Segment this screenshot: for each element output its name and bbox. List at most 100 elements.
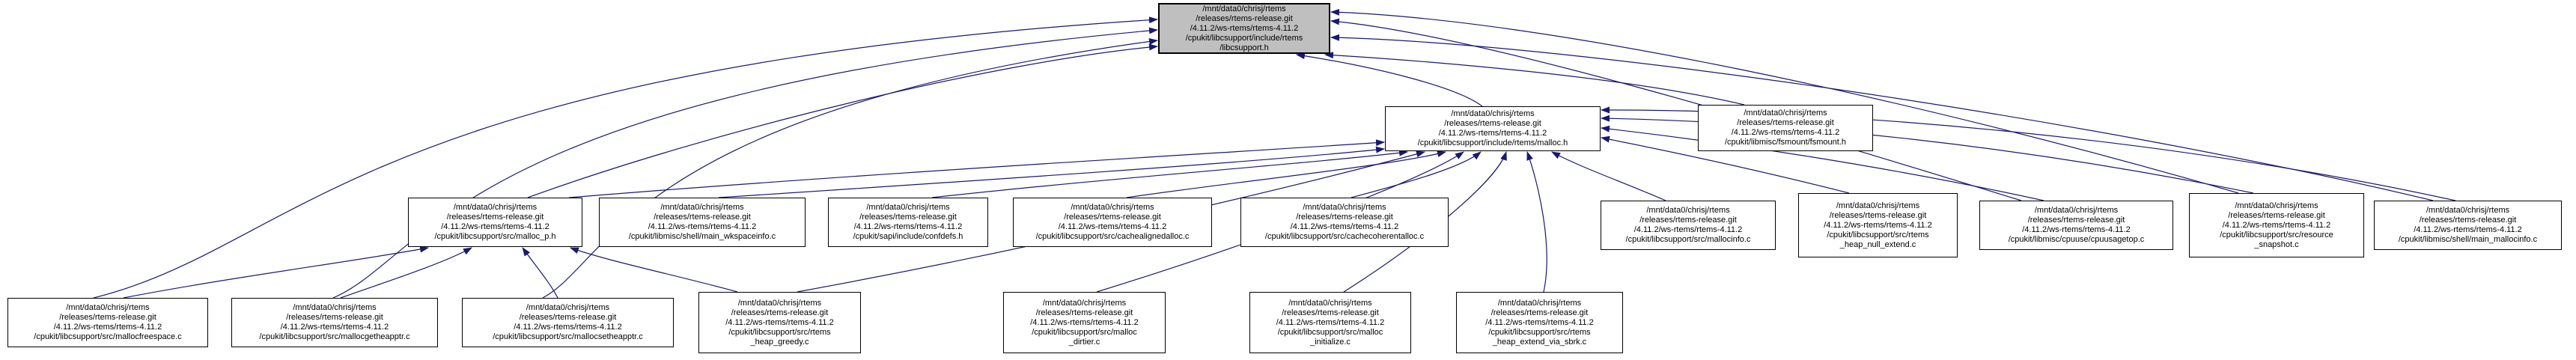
- graph-node-label-line: /mnt/data0/chrisj/rtems: [1497, 298, 1582, 308]
- graph-node-label-line: /releases/rtems-release.git: [654, 213, 751, 222]
- graph-node-rtems_heap_greedy_c[interactable]: /mnt/data0/chrisj/rtems/releases/rtems-r…: [698, 292, 861, 353]
- graph-node-malloc_p_h[interactable]: /mnt/data0/chrisj/rtems/releases/rtems-r…: [408, 198, 582, 247]
- include-edge-resource_snapshot_c-to-malloc_h: [1601, 115, 2254, 194]
- graph-node-cachealignedalloc_c[interactable]: /mnt/data0/chrisj/rtems/releases/rtems-r…: [1013, 198, 1212, 247]
- graph-node-resource_snapshot_c[interactable]: /mnt/data0/chrisj/rtems/releases/rtems-r…: [2189, 193, 2364, 257]
- graph-node-label-line: /mnt/data0/chrisj/rtems: [293, 303, 377, 312]
- graph-node-mallocsetheapptr_c[interactable]: /mnt/data0/chrisj/rtems/releases/rtems-r…: [462, 298, 674, 347]
- graph-node-label-line: /4.11.2/ws-rtems/rtems-4.11.2: [1824, 220, 1932, 230]
- graph-node-label-line: /cpukit/libcsupport/src/cachealignedallo…: [1035, 232, 1190, 241]
- graph-node-label-line: /cpukit/libcsupport/src/rtems: [1488, 327, 1591, 337]
- graph-node-confdefs_h[interactable]: /mnt/data0/chrisj/rtems/releases/rtems-r…: [828, 198, 988, 247]
- graph-node-mallocfreespace_c[interactable]: /mnt/data0/chrisj/rtems/releases/rtems-r…: [7, 298, 208, 347]
- graph-node-label-line: _dirtier.c: [1068, 337, 1100, 347]
- graph-node-label-line: /releases/rtems-release.git: [1444, 119, 1541, 128]
- include-edge-mallocgetheapptr_c-to-malloc_p_h: [340, 247, 472, 299]
- graph-node-label-line: /cpukit/libcsupport/src/resource: [2220, 230, 2333, 240]
- include-edge-mallocsetheapptr_c-to-malloc_p_h: [522, 247, 558, 299]
- graph-node-label-line: /cpukit/libcsupport/src/mallocinfo.c: [1625, 235, 1751, 244]
- graph-node-label-line: /4.11.2/ws-rtems/rtems-4.11.2: [2414, 225, 2522, 234]
- include-edge-confdefs_h-to-malloc_h: [931, 149, 1408, 198]
- graph-node-label-line: /releases/rtems-release.git: [1829, 210, 1927, 220]
- graph-node-label-line: /4.11.2/ws-rtems/rtems-4.11.2: [853, 222, 963, 231]
- include-edge-resource_snapshot_c-to-libcsupport_h: [1330, 8, 2239, 194]
- graph-node-label-line: /mnt/data0/chrisj/rtems: [1202, 4, 1286, 13]
- graph-node-label-line: /releases/rtems-release.git: [1282, 308, 1379, 317]
- graph-node-label-line: /cpukit/libcsupport/src/rtems: [728, 327, 831, 337]
- graph-node-label-line: /cpukit/libmisc/fsmount/fsmount.h: [1724, 138, 1846, 147]
- graph-node-label-line: /cpukit/libcsupport/src/rtems: [1827, 230, 1929, 240]
- include-edge-malloc_p_h-to-malloc_h: [568, 139, 1385, 198]
- graph-node-label-line: /mnt/data0/chrisj/rtems: [2426, 206, 2510, 215]
- graph-node-malloc_h[interactable]: /mnt/data0/chrisj/rtems/releases/rtems-r…: [1385, 106, 1601, 151]
- graph-node-label-line: /cpukit/libmisc/shell/main_mallocinfo.c: [2398, 235, 2538, 244]
- include-edge-fsmount_h-to-libcsupport_h: [1324, 52, 1745, 106]
- graph-node-cpuusagetop_c[interactable]: /mnt/data0/chrisj/rtems/releases/rtems-r…: [1979, 201, 2173, 250]
- include-edge-rtems_heap_greedy_c-to-malloc_p_h: [570, 247, 738, 293]
- graph-node-main_mallocinfo_c[interactable]: /mnt/data0/chrisj/rtems/releases/rtems-r…: [2374, 201, 2562, 250]
- graph-node-label-line: /4.11.2/ws-rtems/rtems-4.11.2: [1276, 317, 1385, 327]
- graph-node-label-line: /4.11.2/ws-rtems/rtems-4.11.2: [514, 323, 622, 332]
- include-edge-cachecoherentalloc_c-to-malloc_h: [1351, 151, 1482, 198]
- graph-node-malloc_initialize_c[interactable]: /mnt/data0/chrisj/rtems/releases/rtems-r…: [1249, 292, 1411, 353]
- include-edge-cachealignedalloc_c-to-malloc_h: [1126, 150, 1446, 198]
- graph-node-label-line: /mnt/data0/chrisj/rtems: [1042, 298, 1127, 308]
- graph-node-label-line: /4.11.2/ws-rtems/rtems-4.11.2: [441, 222, 549, 231]
- graph-node-label-line: /cpukit/libmisc/shell/main_wkspaceinfo.c: [628, 232, 776, 241]
- graph-node-label-line: /releases/rtems-release.git: [731, 308, 829, 317]
- graph-node-label-line: /4.11.2/ws-rtems/rtems-4.11.2: [725, 317, 834, 327]
- graph-node-malloc_dirtier_c[interactable]: /mnt/data0/chrisj/rtems/releases/rtems-r…: [1003, 292, 1166, 353]
- graph-node-label-line: /4.11.2/ws-rtems/rtems-4.11.2: [1058, 222, 1167, 231]
- graph-node-label-line: /4.11.2/ws-rtems/rtems-4.11.2: [2222, 220, 2331, 230]
- graph-node-label-line: _heap_greedy.c: [750, 337, 809, 347]
- graph-node-label-line: /releases/rtems-release.git: [1639, 216, 1737, 225]
- include-edge-malloc_p_h-to-libcsupport_h: [527, 43, 1158, 198]
- graph-node-label-line: /releases/rtems-release.git: [446, 213, 544, 222]
- graph-node-label-line: /mnt/data0/chrisj/rtems: [2034, 206, 2119, 215]
- graph-node-label-line: /mnt/data0/chrisj/rtems: [1451, 109, 1535, 118]
- graph-node-fsmount_h[interactable]: /mnt/data0/chrisj/rtems/releases/rtems-r…: [1698, 105, 1873, 151]
- graph-node-label-line: /cpukit/libcsupport/src/malloc_p.h: [434, 232, 556, 241]
- include-edge-malloc_h-to-libcsupport_h: [1296, 52, 1483, 107]
- graph-node-label-line: _heap_extend_via_sbrk.c: [1492, 337, 1587, 347]
- graph-node-label-line: /releases/rtems-release.git: [286, 313, 383, 322]
- graph-node-label-line: /cpukit/libcsupport/include/rtems: [1185, 33, 1303, 43]
- include-edge-cpuusagetop_c-to-libcsupport_h: [1330, 18, 2022, 201]
- include-edge-mallocgetheapptr_c-to-libcsupport_h: [332, 27, 1158, 299]
- graph-node-label-line: /4.11.2/ws-rtems/rtems-4.11.2: [280, 323, 389, 332]
- graph-node-label-line: /cpukit/libcsupport/include/rtems/malloc…: [1417, 138, 1568, 147]
- graph-node-label-line: /mnt/data0/chrisj/rtems: [660, 203, 744, 212]
- graph-node-label-line: /4.11.2/ws-rtems/rtems-4.11.2: [1438, 129, 1547, 138]
- graph-node-mallocinfo_c[interactable]: /mnt/data0/chrisj/rtems/releases/rtems-r…: [1601, 201, 1776, 250]
- graph-node-mallocgetheapptr_c[interactable]: /mnt/data0/chrisj/rtems/releases/rtems-r…: [231, 298, 438, 347]
- graph-node-label-line: /cpukit/libcsupport/src/cachecoherentall…: [1264, 232, 1425, 241]
- include-edge-mallocfreespace_c-to-malloc_p_h: [123, 245, 429, 299]
- graph-node-rtems_heap_extend_via_sbrk_c[interactable]: /mnt/data0/chrisj/rtems/releases/rtems-r…: [1456, 292, 1623, 353]
- graph-node-cachecoherentalloc_c[interactable]: /mnt/data0/chrisj/rtems/releases/rtems-r…: [1240, 198, 1449, 247]
- graph-node-libcsupport_h[interactable]: /mnt/data0/chrisj/rtems/releases/rtems-r…: [1158, 3, 1330, 54]
- graph-node-label-line: /cpukit/sapi/include/confdefs.h: [853, 232, 963, 241]
- graph-node-label-line: /mnt/data0/chrisj/rtems: [866, 203, 950, 212]
- graph-node-label-line: /4.11.2/ws-rtems/rtems-4.11.2: [1731, 128, 1840, 137]
- graph-node-label-line: /mnt/data0/chrisj/rtems: [737, 298, 822, 308]
- graph-node-label-line: /4.11.2/ws-rtems/rtems-4.11.2: [1290, 222, 1399, 231]
- graph-node-rtems_heap_null_extend_c[interactable]: /mnt/data0/chrisj/rtems/releases/rtems-r…: [1798, 193, 1958, 257]
- graph-node-label-line: /releases/rtems-release.git: [59, 313, 156, 322]
- graph-node-label-line: /mnt/data0/chrisj/rtems: [66, 303, 150, 312]
- graph-node-label-line: /releases/rtems-release.git: [859, 213, 957, 222]
- graph-node-label-line: /4.11.2/ws-rtems/rtems-4.11.2: [1030, 317, 1139, 327]
- include-edge-rtems_heap_extend_via_sbrk_c-to-malloc_h: [1526, 151, 1547, 293]
- include-edge-mallocsetheapptr_c-to-libcsupport_h: [542, 38, 1158, 299]
- graph-node-label-line: /4.11.2/ws-rtems/rtems-4.11.2: [2022, 225, 2131, 234]
- graph-node-label-line: /mnt/data0/chrisj/rtems: [1646, 206, 1730, 215]
- graph-node-label-line: /releases/rtems-release.git: [1196, 13, 1293, 23]
- graph-node-main_wkspaceinfo_c[interactable]: /mnt/data0/chrisj/rtems/releases/rtems-r…: [599, 198, 806, 247]
- graph-node-label-line: /mnt/data0/chrisj/rtems: [1836, 201, 1920, 210]
- graph-node-label-line: /4.11.2/ws-rtems/rtems-4.11.2: [648, 222, 757, 231]
- include-edge-cpuusagetop_c-to-malloc_h: [1601, 125, 2044, 201]
- graph-node-label-line: /mnt/data0/chrisj/rtems: [453, 203, 538, 212]
- graph-node-label-line: /4.11.2/ws-rtems/rtems-4.11.2: [1190, 23, 1299, 33]
- graph-node-label-line: /libcsupport.h: [1220, 43, 1269, 52]
- graph-node-label-line: /releases/rtems-release.git: [1035, 308, 1133, 317]
